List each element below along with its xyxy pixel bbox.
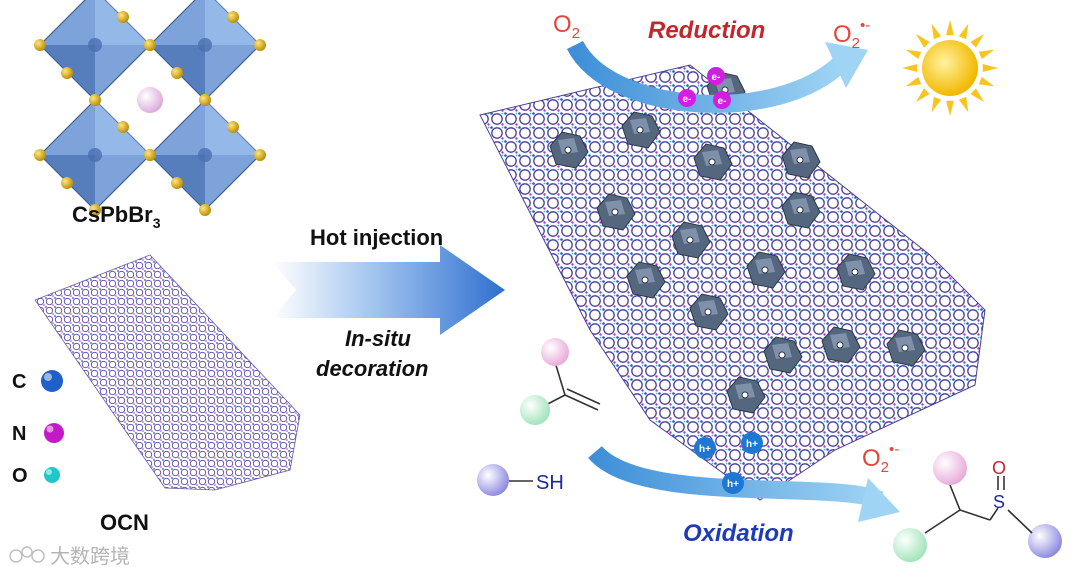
br-atom	[199, 204, 211, 216]
thiol-molecule: SH	[477, 464, 564, 496]
cspbbr3-label: CsPbBr3	[72, 202, 161, 231]
substituent-pink-ball	[541, 338, 569, 366]
electron-icon: e-	[707, 67, 725, 85]
legend-c-label: C	[12, 371, 26, 393]
thiol-sh-label: SH	[536, 472, 564, 494]
oxidation-label: Oxidation	[683, 520, 794, 547]
product-green-ball	[893, 528, 927, 562]
sun-ray	[979, 77, 995, 86]
watermark: 大数跨境	[10, 545, 130, 568]
svg-text:h+: h+	[699, 444, 711, 455]
carbon-atom-icon	[41, 370, 63, 392]
svg-text:e-: e-	[683, 94, 692, 105]
sun-icon	[902, 20, 998, 116]
sun-ray	[916, 88, 930, 102]
svg-text:h+: h+	[746, 439, 758, 450]
sun-ray	[946, 20, 954, 35]
br-atom	[254, 39, 266, 51]
br-atom	[34, 149, 46, 161]
ocn-sheet	[35, 255, 300, 490]
br-atom	[144, 149, 156, 161]
sun-ray	[932, 97, 941, 113]
sun-ray	[906, 50, 922, 59]
o2-reactant: O2	[553, 11, 580, 42]
sun-ray	[959, 97, 968, 113]
watermark-text: 大数跨境	[50, 545, 130, 568]
thiol-r-ball	[477, 464, 509, 496]
in-situ-label: In-situ	[345, 326, 412, 351]
br-atom	[171, 67, 183, 79]
hole-icon: h+	[741, 432, 763, 454]
br-atom	[171, 177, 183, 189]
process-arrow	[272, 245, 505, 335]
substituent-green-ball	[520, 395, 550, 425]
hole-icon: h+	[694, 437, 716, 459]
br-atom	[34, 39, 46, 51]
product-purple-ball	[1028, 524, 1062, 558]
electron-icon: e-	[713, 91, 731, 109]
sun-ray	[932, 24, 941, 40]
hot-injection-label: Hot injection	[310, 225, 443, 250]
sun-ray	[916, 34, 930, 48]
superoxide-product: O2•-	[833, 17, 870, 52]
cs-atom	[137, 87, 163, 113]
electron-icon: e-	[678, 89, 696, 107]
svg-text:e-: e-	[718, 96, 727, 107]
sun-ray	[983, 64, 998, 72]
br-atom	[254, 149, 266, 161]
sun-ray	[979, 50, 995, 59]
atom-legend: C N O	[12, 370, 64, 487]
br-atom	[144, 39, 156, 51]
svg-text:e-: e-	[712, 72, 721, 83]
sun-ray	[902, 64, 917, 72]
br-atom	[89, 94, 101, 106]
sulfoxide-product: S O	[893, 451, 1062, 562]
br-atom	[227, 11, 239, 23]
superoxide-oxidant: O2•-	[862, 441, 899, 476]
br-atom	[227, 121, 239, 133]
svg-text:h+: h+	[727, 479, 739, 490]
product-pink-ball	[933, 451, 967, 485]
sulfoxide-oxygen-label: O	[992, 458, 1006, 478]
sun-ray	[970, 88, 984, 102]
sulfur-label: S	[993, 492, 1005, 512]
legend-o-label: O	[12, 465, 28, 487]
alkene-molecule	[520, 338, 600, 425]
br-atom	[61, 177, 73, 189]
br-atom	[61, 67, 73, 79]
pbbr6-octahedron	[150, 100, 260, 210]
sun-ray	[906, 77, 922, 86]
pbbr6-octahedron	[40, 100, 150, 210]
sun-ray	[946, 101, 954, 116]
pbbr6-octahedron	[40, 0, 150, 100]
br-atom	[117, 11, 129, 23]
decoration-label: decoration	[316, 356, 428, 381]
ocn-label: OCN	[100, 510, 149, 535]
legend-n-label: N	[12, 423, 26, 445]
nitrogen-atom-icon	[44, 423, 64, 443]
br-atom	[117, 121, 129, 133]
reduction-label: Reduction	[648, 17, 765, 44]
sun-ray	[959, 24, 968, 40]
oxygen-atom-icon	[44, 467, 60, 483]
decorated-ocn-sheet	[480, 65, 985, 500]
oxidation-arrowhead	[858, 478, 900, 522]
cspbbr3-crystal-graphic	[34, 0, 266, 216]
pbbr6-octahedron	[150, 0, 260, 100]
sun-ray	[970, 34, 984, 48]
br-atom	[199, 94, 211, 106]
hole-icon: h+	[722, 472, 744, 494]
